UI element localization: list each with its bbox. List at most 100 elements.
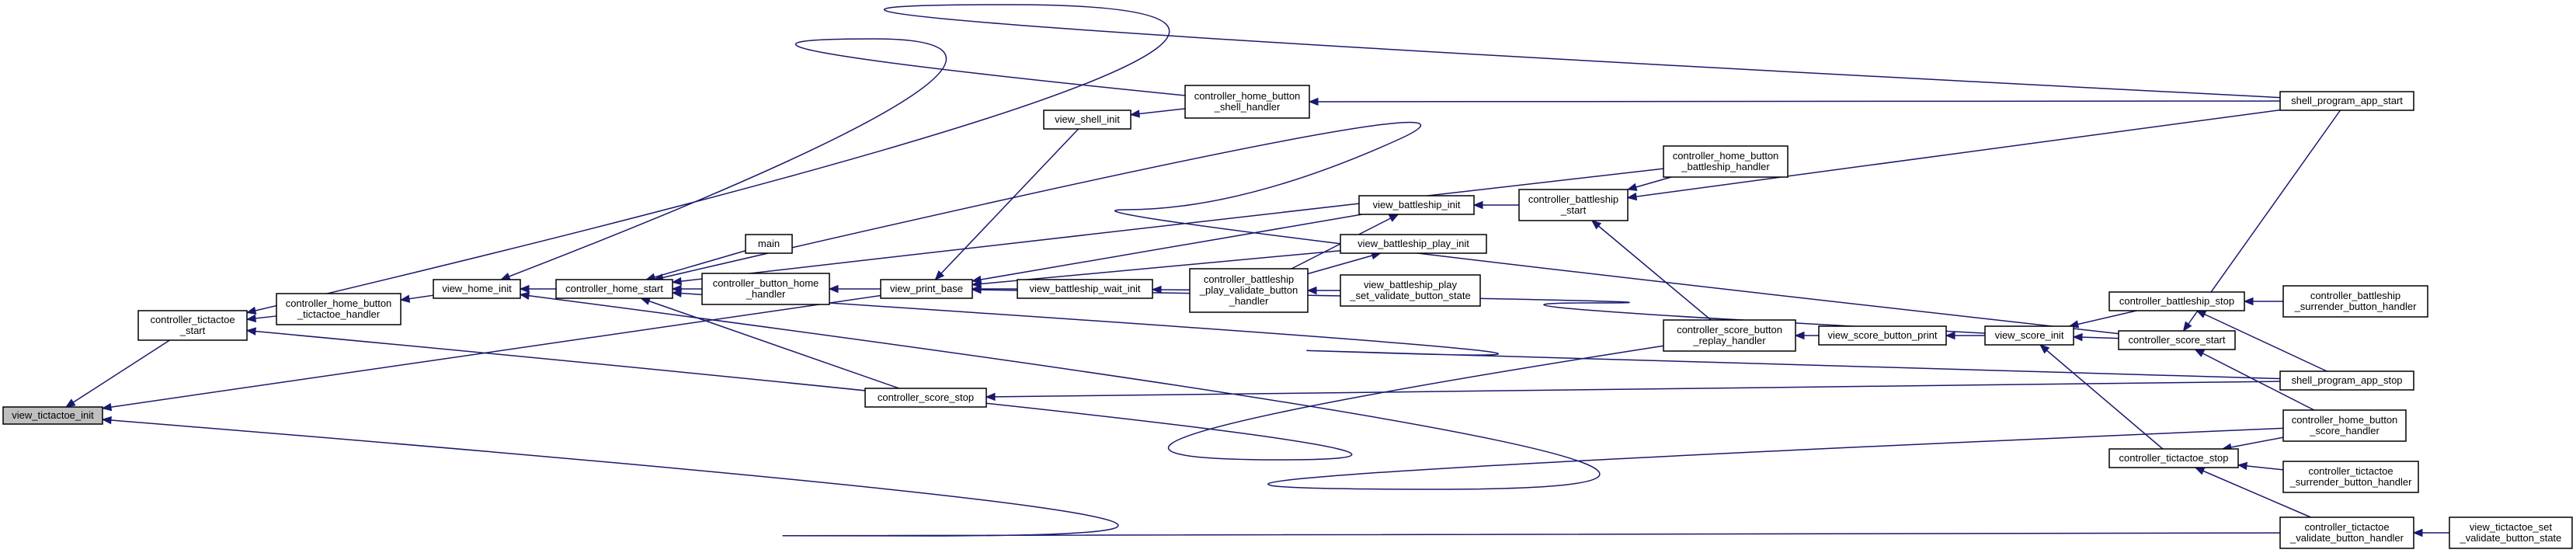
edge-view_shell_init-to-view_print_base <box>934 128 1079 280</box>
node-box <box>1663 145 1789 178</box>
node-label: controller_tictactoe <box>2304 521 2389 533</box>
edge-controller_home_button_score_handler-to-view_home_init <box>520 294 2284 490</box>
node-controller_battleship_stop[interactable]: controller_battleship_stop <box>2108 291 2245 311</box>
node-label: shell_program_app_start <box>2291 95 2403 106</box>
node-view_battleship_play_set_validate_button_state[interactable]: view_battleship_play_set_validate_button… <box>1340 274 1481 307</box>
node-box <box>2282 409 2407 442</box>
node-label: _battleship_handler <box>1681 161 1770 172</box>
node-view_tictactoe_set_validate_button_state[interactable]: view_tictactoe_set_validate_button_state <box>2449 516 2573 549</box>
edge-view_print_base-to-view_tictactoe_init <box>102 294 881 409</box>
arrowhead-controller_score_start <box>2194 349 2206 357</box>
node-view_home_init[interactable]: view_home_init <box>433 279 521 299</box>
arrowhead-view_battleship_init <box>1388 214 1399 222</box>
node-controller_home_button_tictactoe_handler[interactable]: controller_home_button_tictactoe_handler <box>276 293 402 325</box>
node-view_score_init[interactable]: view_score_init <box>1984 325 2074 346</box>
node-shell_program_app_stop[interactable]: shell_program_app_stop <box>2279 370 2414 391</box>
node-box <box>2282 285 2428 318</box>
arrowhead-controller_battleship_stop <box>2243 297 2254 306</box>
node-controller_button_home_handler[interactable]: controller_button_home_handler <box>701 273 830 305</box>
arrowhead-view_score_button_print <box>1945 331 1955 340</box>
edge-controller_battleship_play_validate_button_handler-to-view_battleship_play_init <box>1307 252 1381 275</box>
node-box <box>1017 279 1153 299</box>
node-controller_tictactoe_start[interactable]: controller_tictactoe_start <box>137 310 248 341</box>
node-controller_home_button_score_handler[interactable]: controller_home_button_score_handler <box>2282 409 2407 442</box>
edge-shell_program_app_stop-to-controller_score_stop <box>986 381 2281 398</box>
node-label: _replay_handler <box>1692 335 1766 346</box>
arrowhead-view_score_init <box>2039 344 2050 354</box>
node-box <box>2108 291 2245 311</box>
node-box <box>1340 234 1487 254</box>
node-box <box>2108 448 2239 468</box>
arrowhead-view_home_init <box>499 272 511 280</box>
arrowhead-view_home_init <box>519 284 530 294</box>
arrowhead-controller_battleship_start <box>1590 220 1602 230</box>
arrowhead-controller_tictactoe_start <box>245 306 257 315</box>
node-box <box>1984 325 2074 346</box>
node-view_battleship_play_init[interactable]: view_battleship_play_init <box>1340 234 1487 254</box>
node-controller_tictactoe_surrender_button_handler[interactable]: controller_tictactoe_surrender_button_ha… <box>2282 461 2419 493</box>
nodes-layer: view_tictactoe_initcontroller_tictactoe_… <box>2 85 2573 549</box>
edge-controller_home_button_shell_handler-to-view_shell_init <box>1130 108 1186 116</box>
node-label: controller_battleship <box>2310 290 2400 301</box>
edge-shell_program_app_stop-to-controller_battleship_stop <box>2196 310 2327 372</box>
arrowhead-controller_battleship_start <box>1626 183 1638 191</box>
node-main[interactable]: main <box>745 234 793 254</box>
node-label: shell_program_app_stop <box>2291 374 2402 386</box>
node-controller_tictactoe_stop[interactable]: controller_tictactoe_stop <box>2108 448 2239 468</box>
node-controller_battleship_start[interactable]: controller_battleship_start <box>1518 189 1629 221</box>
arrowhead-controller_score_button_replay_handler <box>1794 331 1805 340</box>
node-box <box>2 406 103 425</box>
node-view_score_button_print[interactable]: view_score_button_print <box>1818 325 1947 346</box>
arrowhead-controller_home_button_shell_handler <box>1308 97 1319 106</box>
node-box <box>745 234 793 254</box>
arrowhead-controller_tictactoe_validate_button_handler <box>2412 528 2423 537</box>
node-shell_program_app_start[interactable]: shell_program_app_start <box>2279 91 2414 111</box>
edge-controller_tictactoe_start-to-view_tictactoe_init <box>65 339 170 408</box>
node-view_battleship_init[interactable]: view_battleship_init <box>1358 195 1475 215</box>
node-view_tictactoe_init[interactable]: view_tictactoe_init <box>2 406 103 425</box>
arrowhead-controller_tictactoe_start <box>245 314 257 323</box>
node-box <box>2449 516 2573 549</box>
node-view_print_base[interactable]: view_print_base <box>880 279 973 299</box>
arrowhead-controller_battleship_play_validate_button_handler <box>1306 286 1317 295</box>
arrowhead-view_battleship_init <box>1472 200 1483 210</box>
node-controller_battleship_play_validate_button_handler[interactable]: controller_battleship_play_validate_butt… <box>1189 268 1309 313</box>
node-box <box>1358 195 1475 215</box>
node-label: view_tictactoe_set <box>2470 521 2553 533</box>
node-controller_home_button_shell_handler[interactable]: controller_home_button_shell_handler <box>1184 85 1310 119</box>
arrowhead-controller_tictactoe_stop <box>2237 461 2247 471</box>
node-label: _validate_button_state <box>2460 532 2562 544</box>
arrowhead-view_print_base <box>971 280 982 288</box>
node-box <box>433 279 521 299</box>
node-box <box>701 273 830 305</box>
node-box <box>1184 85 1310 119</box>
node-label: _surrender_button_handler <box>2294 301 2418 312</box>
node-label: main <box>758 238 780 249</box>
node-controller_score_button_replay_handler[interactable]: controller_score_button_replay_handler <box>1663 319 1796 352</box>
node-controller_score_stop[interactable]: controller_score_stop <box>864 388 987 408</box>
node-box <box>1518 189 1629 221</box>
arrowhead-view_print_base <box>934 270 945 280</box>
arrowhead-controller_home_start <box>671 289 682 297</box>
node-label: controller_home_button <box>1194 90 1301 102</box>
node-controller_battleship_surrender_button_handler[interactable]: controller_battleship_surrender_button_h… <box>2282 285 2428 318</box>
arrowhead-view_print_base <box>971 285 982 294</box>
edge-controller_tictactoe_stop-to-view_score_init <box>2039 344 2164 450</box>
node-view_shell_init[interactable]: view_shell_init <box>1043 110 1132 130</box>
node-controller_home_start[interactable]: controller_home_start <box>555 279 673 299</box>
node-label: controller_tictactoe_stop <box>2119 452 2229 464</box>
edge-controller_tictactoe_validate_button_handler-to-controller_tictactoe_stop <box>2195 467 2311 518</box>
node-controller_home_button_battleship_handler[interactable]: controller_home_button_battleship_handle… <box>1663 145 1789 178</box>
node-label: _validate_button_handler <box>2289 532 2404 544</box>
node-label: _play_validate_button <box>1199 284 1298 296</box>
node-controller_tictactoe_validate_button_handler[interactable]: controller_tictactoe_validate_button_han… <box>2279 516 2414 549</box>
node-label: controller_battleship_stop <box>2119 295 2234 307</box>
node-label: _start <box>179 325 206 336</box>
node-box <box>1818 325 1947 346</box>
node-label: _shell_handler <box>1214 101 1281 113</box>
node-label: controller_battleship <box>1528 193 1618 205</box>
node-controller_score_start[interactable]: controller_score_start <box>2118 330 2236 350</box>
node-label: controller_home_button <box>286 297 392 309</box>
node-view_battleship_wait_init[interactable]: view_battleship_wait_init <box>1017 279 1153 299</box>
